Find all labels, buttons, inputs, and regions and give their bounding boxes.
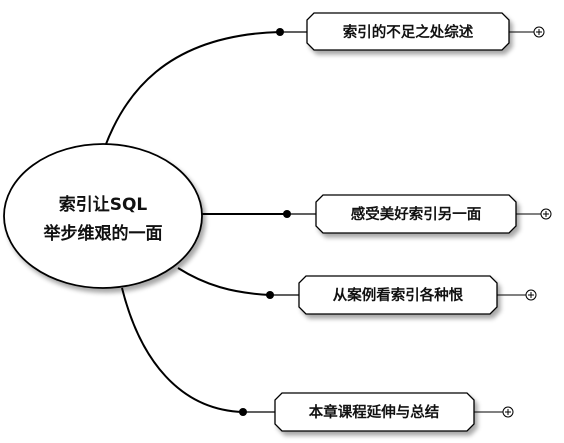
branch-node-box (274, 392, 475, 432)
branch-node-2[interactable]: 感受美好索引另一面 (315, 194, 552, 234)
connector-branch-3 (177, 267, 271, 296)
branch-node-label: 感受美好索引另一面 (351, 205, 482, 223)
branch-node-box (298, 275, 498, 315)
branch-node-4[interactable]: 本章课程延伸与总结 (274, 392, 514, 432)
expand-toggle[interactable] (533, 26, 545, 38)
branch-node-label: 从案例看索引各种恨 (333, 286, 464, 304)
central-topic-line-1: 索引让SQL (59, 194, 148, 215)
connector-branch-4 (121, 287, 244, 413)
connector-branch-1 (97, 31, 281, 169)
central-topic-bubble (3, 143, 203, 289)
branch-node-label: 本章课程延伸与总结 (309, 403, 440, 421)
branch-node-label: 索引的不足之处综述 (343, 23, 474, 41)
expand-toggle[interactable] (502, 406, 514, 418)
central-topic-line-2: 举步维艰的一面 (43, 223, 163, 244)
branch-node-3[interactable]: 从案例看索引各种恨 (298, 275, 537, 315)
branch-stubs (243, 31, 316, 413)
branch-node-box (306, 12, 510, 51)
central-topic[interactable]: 索引让SQL 举步维艰的一面 (3, 143, 203, 289)
expand-toggle[interactable] (540, 208, 552, 220)
branch-node-1[interactable]: 索引的不足之处综述 (306, 12, 545, 51)
expand-toggle[interactable] (525, 289, 537, 301)
junction-dots (239, 28, 291, 416)
connectors (97, 31, 287, 413)
branch-node-box (315, 194, 517, 234)
